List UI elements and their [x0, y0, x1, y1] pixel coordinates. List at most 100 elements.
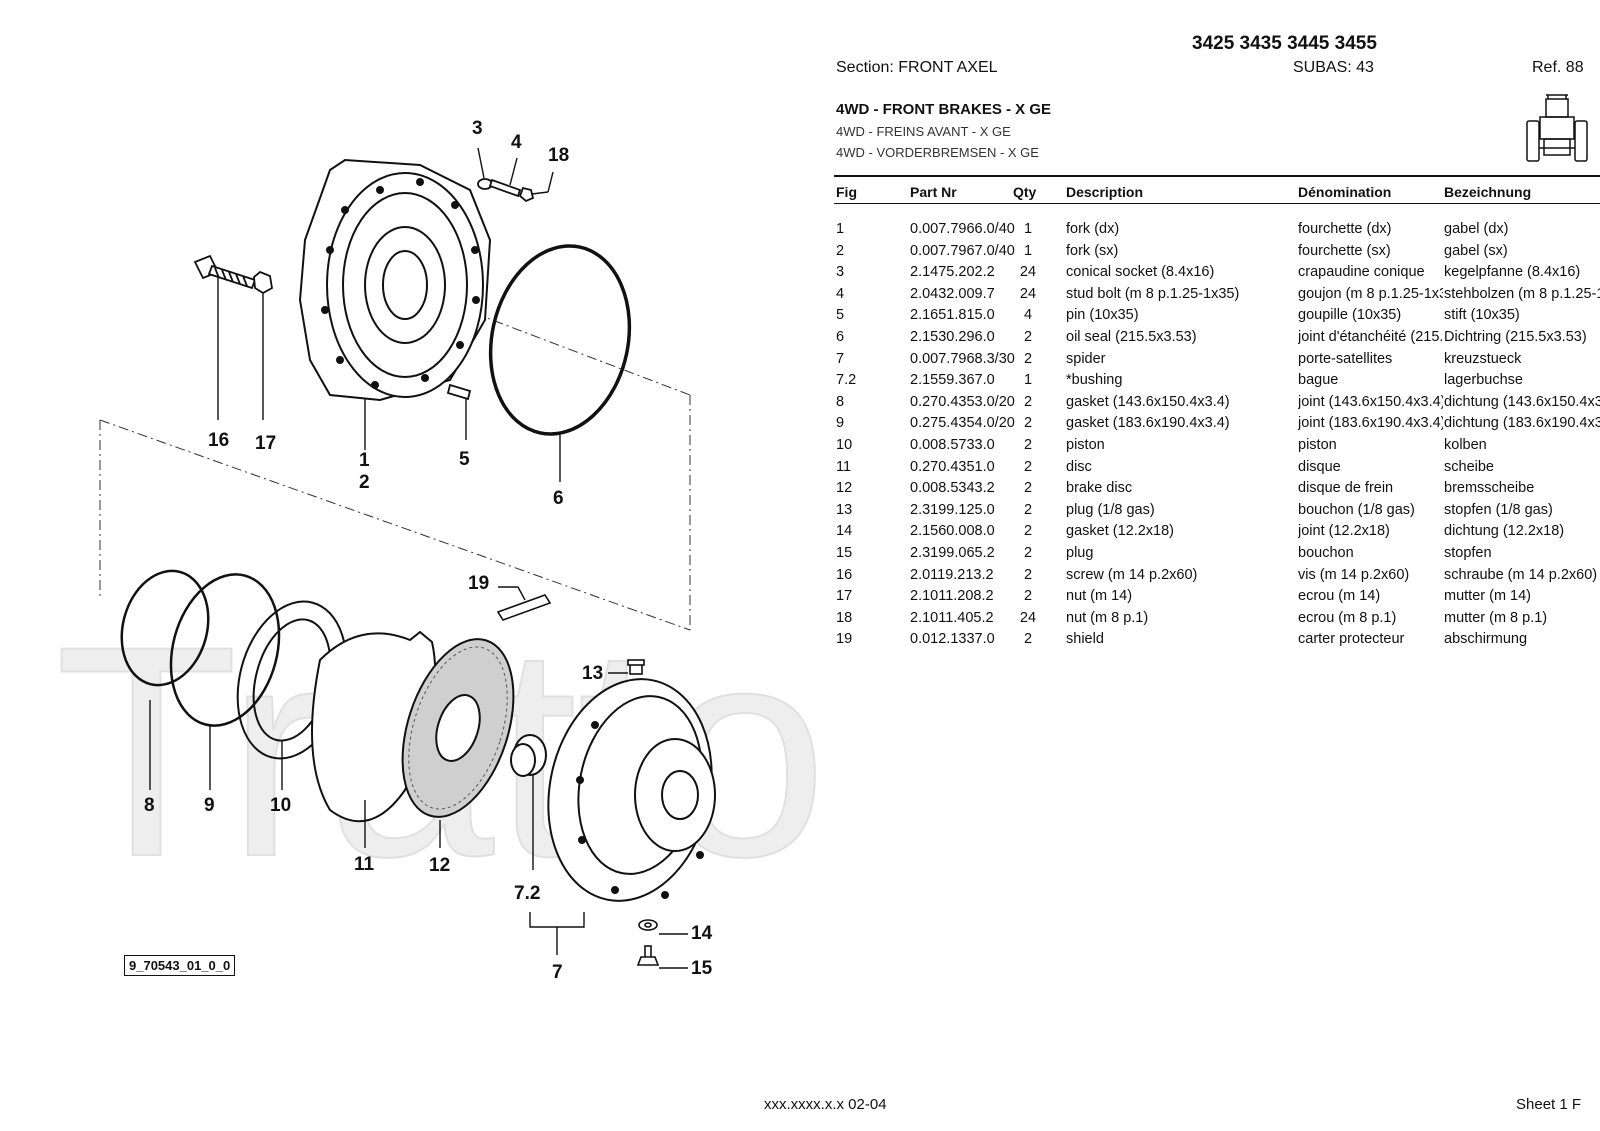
callout-7: 7 [552, 962, 563, 983]
cell-fig: 3 [836, 264, 845, 281]
cell-fr: joint d'étanchéité (215.5 [1298, 329, 1443, 345]
cell-desc: stud bolt (m 8 p.1.25-1x35) [1066, 285, 1240, 302]
cell-part: 0.275.4354.0/20 [910, 415, 1015, 432]
cell-fr: bouchon (1/8 gas) [1298, 501, 1415, 518]
model-numbers: 3425 3435 3445 3455 [1192, 33, 1377, 54]
cell-fr: piston [1298, 437, 1337, 453]
table-row: 9 0.275.4354.0/20 2 gasket (183.6x190.4x3.4… [834, 415, 1600, 437]
assembly-guide-lines [99, 284, 691, 631]
cell-fig: 17 [836, 588, 853, 605]
cell-fig: 14 [836, 523, 853, 540]
callout-17: 17 [255, 433, 277, 454]
cell-fig: 12 [836, 480, 853, 497]
cell-fr: fourchette (sx) [1298, 242, 1391, 259]
col-header-qty: Qty [1013, 184, 1037, 200]
bushing [510, 734, 547, 777]
cell-qty: 2 [1023, 415, 1033, 432]
callout-7-2: 7.2 [514, 883, 541, 904]
cell-fr: carter protecteur [1298, 631, 1405, 648]
section-label: Section: FRONT AXEL [836, 59, 998, 76]
cell-part: 2.0119.213.2 [910, 566, 994, 583]
col-header-description: Description [1066, 184, 1144, 200]
cell-fig: 11 [836, 458, 852, 475]
cell-part: 0.008.5343.2 [910, 480, 995, 497]
cell-de: scheibe [1444, 458, 1494, 475]
cell-part: 0.270.4353.0/20 [910, 393, 1015, 410]
cell-fig: 1 [836, 221, 845, 237]
page-title-fr: 4WD - FREINS AVANT - X GE [836, 124, 1011, 139]
cell-de: kolben [1444, 437, 1487, 453]
cell-fr: bouchon [1298, 545, 1354, 561]
cell-fig: 9 [836, 415, 845, 432]
cell-desc: gasket (12.2x18) [1066, 523, 1175, 540]
cell-de: mutter (m 8 p.1) [1444, 609, 1548, 626]
exploded-parts-diagram: Trattore.iT [54, 147, 830, 969]
col-header-fig: Fig [836, 184, 857, 200]
cell-fig: 7.2 [836, 372, 857, 389]
cell-desc: fork (dx) [1066, 221, 1120, 237]
ref-label: Ref. 88 [1532, 59, 1584, 76]
cell-part: 0.270.4351.0 [910, 458, 995, 475]
footer-code: xxx.xxxx.x.x 02-04 [764, 1096, 887, 1113]
cell-de: lagerbuchse [1444, 372, 1523, 389]
cell-desc: gasket (143.6x150.4x3.4) [1066, 393, 1230, 410]
stud-bolt-group [477, 178, 535, 203]
cell-qty: 2 [1023, 631, 1033, 648]
cell-fr: porte-satellites [1298, 350, 1393, 367]
cell-part: 2.3199.065.2 [910, 545, 995, 561]
cell-qty: 24 [1019, 264, 1037, 281]
callout-10: 10 [270, 795, 292, 816]
callout-15: 15 [691, 958, 713, 979]
cell-fr: joint (12.2x18) [1298, 523, 1390, 540]
cell-de: dichtung (183.6x190.4x3. [1444, 415, 1600, 432]
table-header-rule [834, 203, 1600, 204]
cell-desc: gasket (183.6x190.4x3.4) [1066, 415, 1230, 432]
plug-13 [627, 659, 645, 675]
cell-fig: 4 [836, 285, 845, 302]
callout-9: 9 [204, 795, 215, 816]
cell-part: 2.1530.296.0 [910, 329, 995, 345]
leader-lines [149, 147, 688, 969]
cell-desc: nut (m 14) [1066, 588, 1133, 605]
cell-qty: 2 [1023, 350, 1033, 367]
cell-fr: vis (m 14 p.2x60) [1298, 566, 1410, 583]
cell-qty: 24 [1019, 609, 1037, 626]
oil-seal-ring [488, 244, 632, 436]
pin [446, 383, 472, 401]
cell-qty: 2 [1023, 523, 1033, 540]
cell-de: kegelpfanne (8.4x16) [1444, 264, 1581, 281]
cell-de: schraube (m 14 p.2x60) [1444, 566, 1598, 583]
cell-qty: 1 [1023, 372, 1033, 389]
cell-fig: 2 [836, 242, 845, 259]
subas-label: SUBAS: 43 [1293, 59, 1374, 76]
cell-de: kreuzstueck [1444, 350, 1522, 367]
cell-fr: goupille (10x35) [1298, 307, 1402, 324]
cell-qty: 1 [1023, 221, 1033, 237]
shield-plate [496, 594, 552, 621]
cell-part: 0.007.7966.0/40 [910, 221, 1015, 237]
cell-desc: pin (10x35) [1066, 307, 1139, 324]
cell-de: dichtung (143.6x150.4x3. [1444, 393, 1600, 410]
spider-housing [547, 678, 716, 902]
cell-fig: 6 [836, 329, 845, 345]
cell-part: 0.012.1337.0 [910, 631, 995, 648]
cell-fr: bague [1298, 372, 1339, 389]
cell-part: 2.1651.815.0 [910, 307, 995, 324]
cell-part: 2.1475.202.2 [910, 264, 995, 281]
cell-fig: 13 [836, 501, 853, 518]
callout-2: 2 [359, 472, 370, 493]
callout-8: 8 [144, 795, 155, 816]
cell-de: abschirmung [1444, 631, 1528, 648]
